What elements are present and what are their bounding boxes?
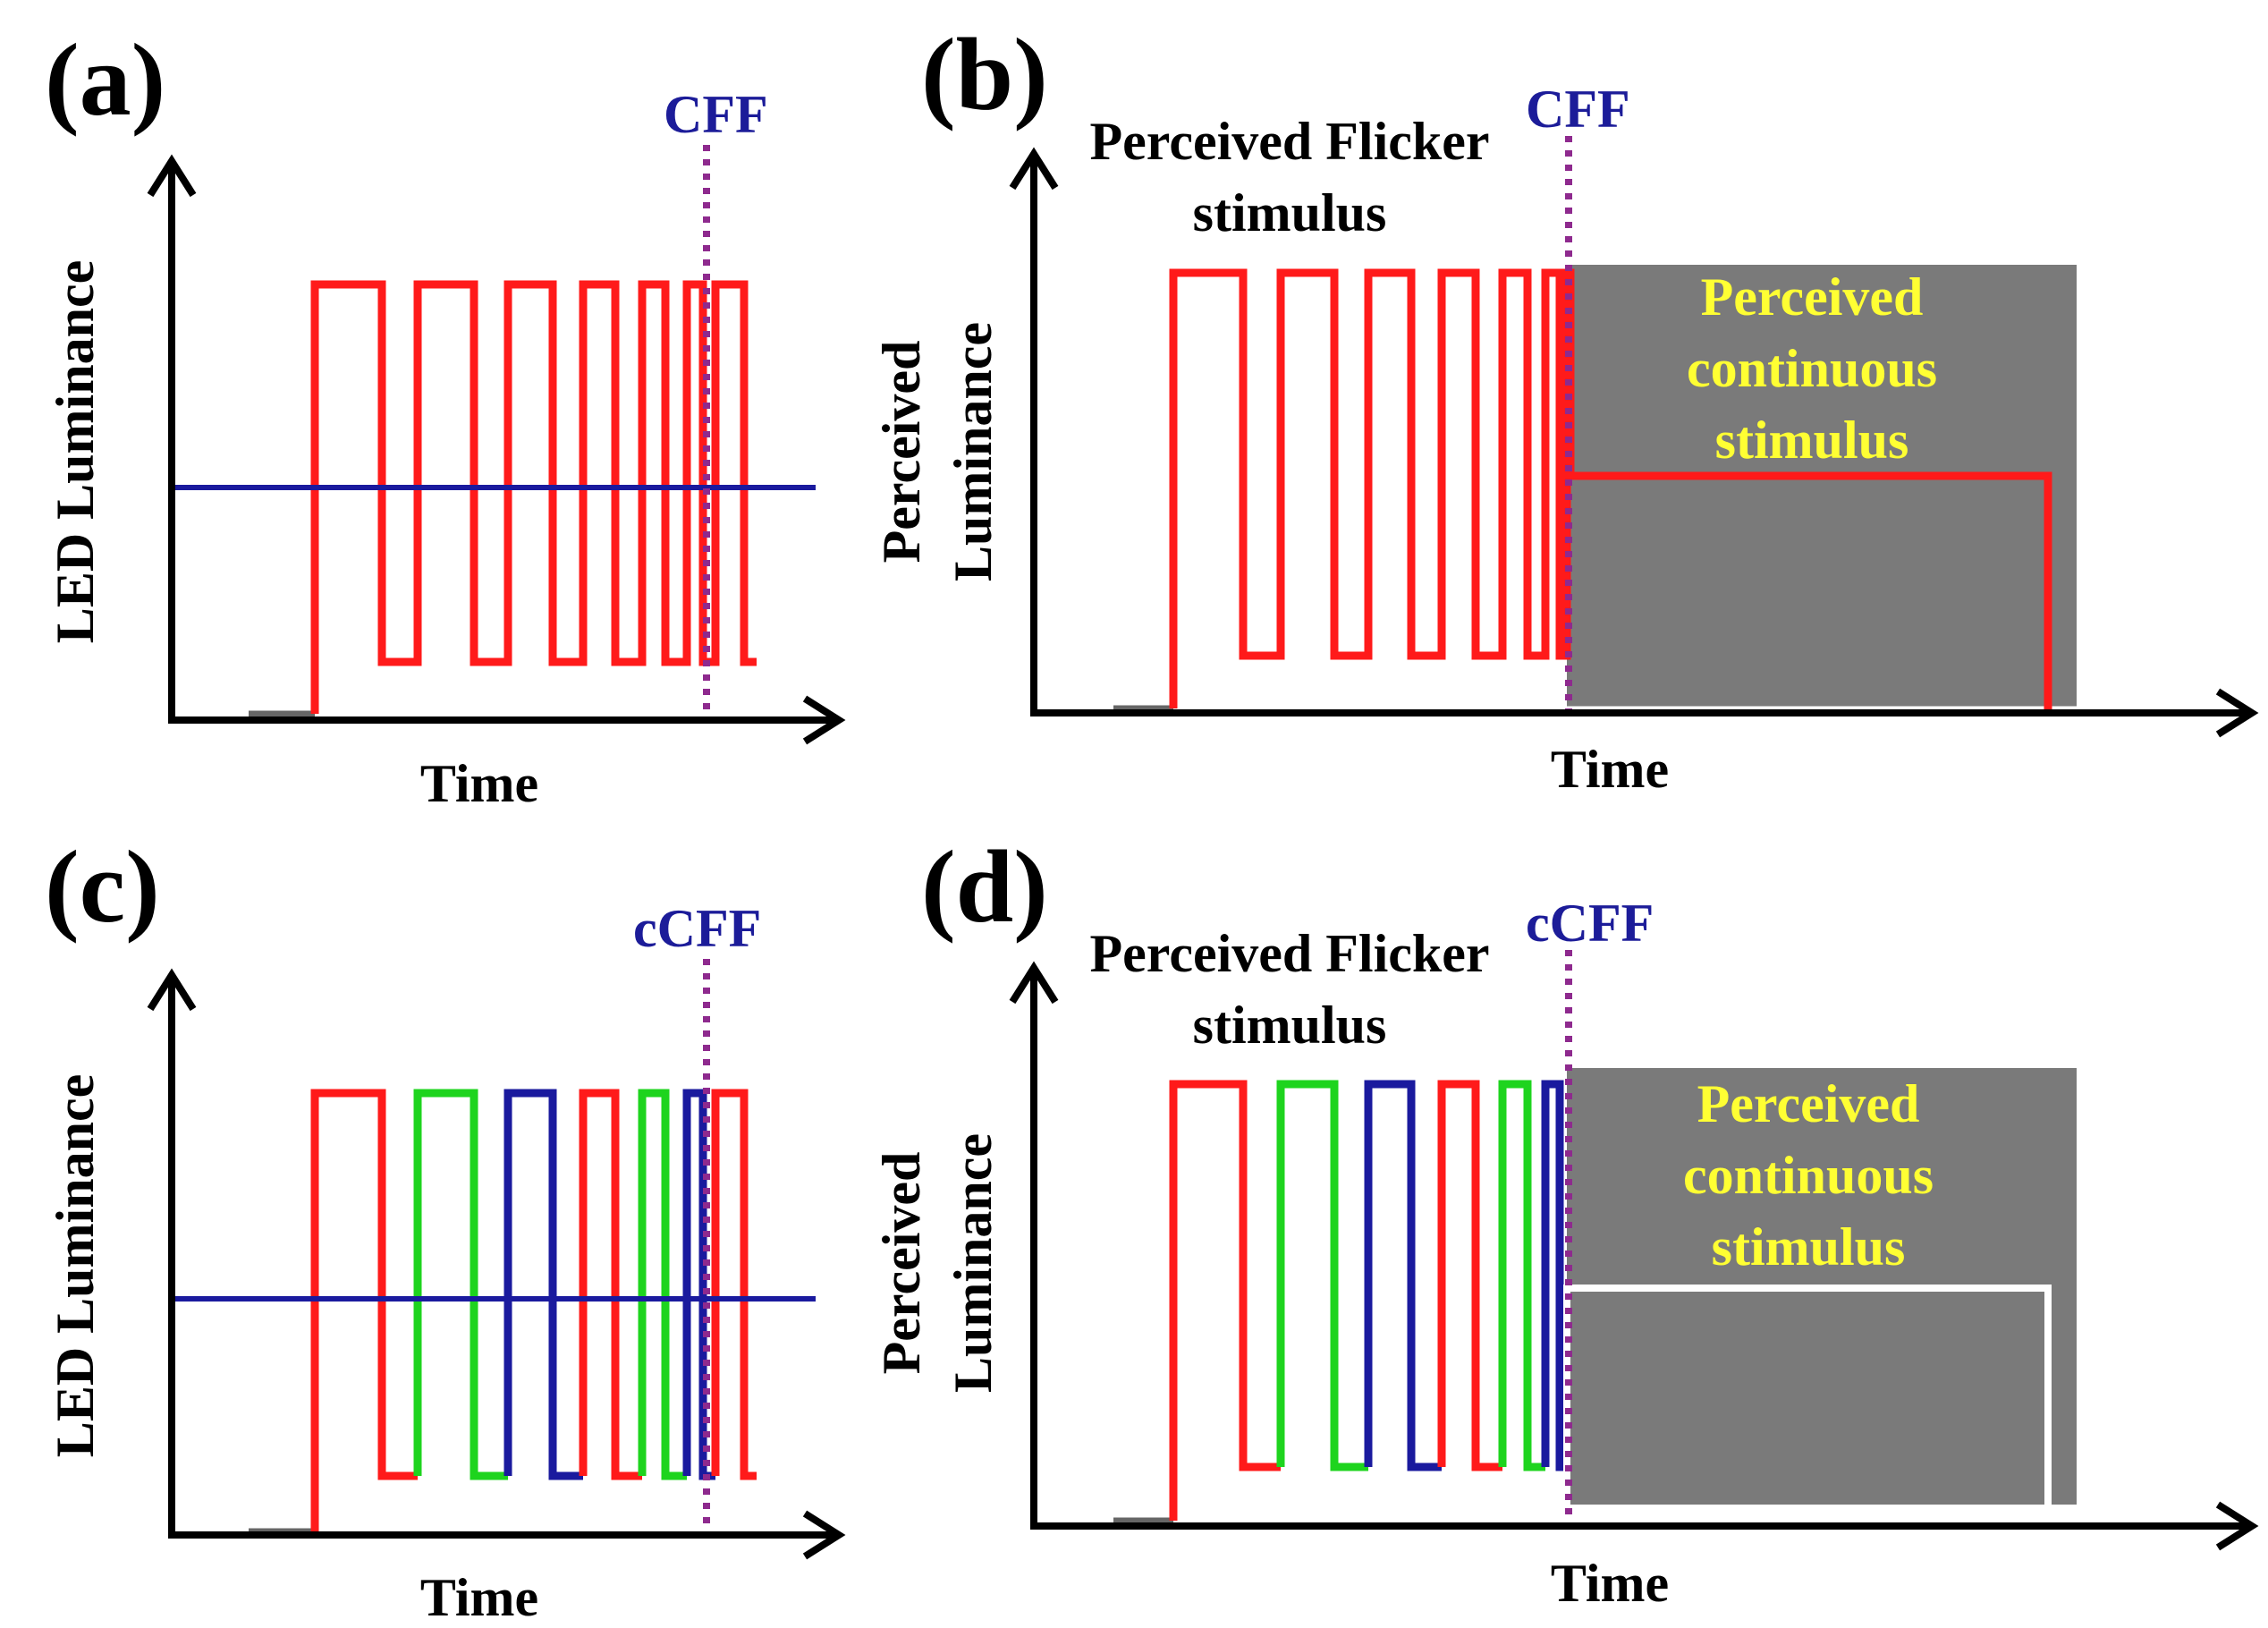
panel-a-y-axis-title: LED Luminance	[46, 260, 105, 643]
panel-b-flicker-label-line1: Perceived Flicker	[1089, 112, 1489, 171]
panel-b-y-axis-title-line2: Luminance	[944, 322, 1003, 581]
panel-d-label: (d)	[921, 830, 1048, 945]
panel-c-marker-label: cCFF	[633, 899, 761, 958]
panel-b-red-perceived-trace	[1169, 268, 2052, 713]
panel-d-red-pulse-2	[1437, 1080, 1502, 1471]
panel-d-marker-label: cCFF	[1526, 894, 1654, 953]
panel-d-y-axis-title-line2: Luminance	[944, 1133, 1003, 1393]
panel-c-red-pulse-1	[310, 1089, 418, 1531]
panel-d-green-pulse-1	[1276, 1080, 1368, 1471]
panel-b: (b) Perceived Flicker stimulus CFF Perce…	[872, 18, 2259, 799]
panel-a-marker-label: CFF	[664, 85, 768, 144]
panel-c-blue-pulse-1	[504, 1089, 583, 1480]
panel-d-x-axis-title: Time	[1551, 1554, 1669, 1613]
panel-d-flicker-label-line1: Perceived Flicker	[1089, 924, 1489, 983]
panel-c-blue-pulse-2	[682, 1089, 715, 1480]
panel-b-continuous-label-line1: Perceived	[1701, 267, 1924, 326]
panel-a-x-arrow	[802, 695, 846, 745]
panel-c-y-axis-title: LED Luminance	[46, 1074, 105, 1457]
panel-c-green-pulse-2	[638, 1089, 687, 1480]
panel-c-red-pulse-3	[711, 1089, 757, 1480]
panel-a-x-axis-title: Time	[420, 754, 538, 813]
panel-c-x-axis-title: Time	[420, 1568, 538, 1627]
panel-d: (d) Perceived Flicker stimulus cCFF Perc…	[872, 830, 2259, 1613]
panel-a-red-pulse-train	[310, 280, 757, 714]
panel-b-y-axis-title-line1: Perceived	[872, 341, 931, 564]
panel-c-red-pulse-2	[579, 1089, 642, 1480]
panel-d-continuous-label-line2: continuous	[1683, 1146, 1934, 1205]
panel-b-label: (b)	[921, 18, 1048, 132]
panel-d-continuous-label-line1: Perceived	[1697, 1074, 1920, 1133]
panel-d-red-pulse-1	[1169, 1080, 1281, 1521]
panel-d-y-arrow	[1009, 961, 1059, 1005]
panel-b-flicker-label-line2: stimulus	[1193, 183, 1387, 242]
panel-d-blue-pulse-1	[1364, 1080, 1442, 1471]
panel-c-green-pulse-1	[413, 1089, 508, 1480]
panel-a-y-arrow	[147, 154, 197, 198]
panel-b-x-arrow	[2215, 688, 2259, 738]
panel-d-green-pulse-2	[1498, 1080, 1545, 1471]
panel-c-y-arrow	[147, 968, 197, 1012]
panel-d-continuous-label-line3: stimulus	[1712, 1217, 1906, 1276]
panel-b-y-arrow	[1009, 147, 1059, 191]
panel-c: (c) cCFF LED Luminance Time	[45, 830, 846, 1627]
panel-b-marker-label: CFF	[1526, 80, 1630, 139]
panel-c-label: (c)	[45, 830, 160, 945]
panel-a: (a) CFF LED Luminance Time	[45, 23, 846, 813]
panel-b-x-axis-title: Time	[1551, 740, 1669, 799]
panel-d-blue-pulse-2	[1541, 1080, 1567, 1471]
panel-d-flicker-label-line2: stimulus	[1193, 996, 1387, 1055]
panel-b-continuous-label-line3: stimulus	[1715, 411, 1909, 470]
panel-c-x-arrow	[802, 1510, 846, 1560]
panel-d-y-axis-title-line1: Perceived	[872, 1152, 931, 1375]
panel-a-label: (a)	[45, 23, 165, 138]
panel-b-continuous-label-line2: continuous	[1687, 339, 1937, 398]
panel-b-continuous-region	[1567, 265, 2077, 708]
panel-d-x-arrow	[2215, 1501, 2259, 1551]
